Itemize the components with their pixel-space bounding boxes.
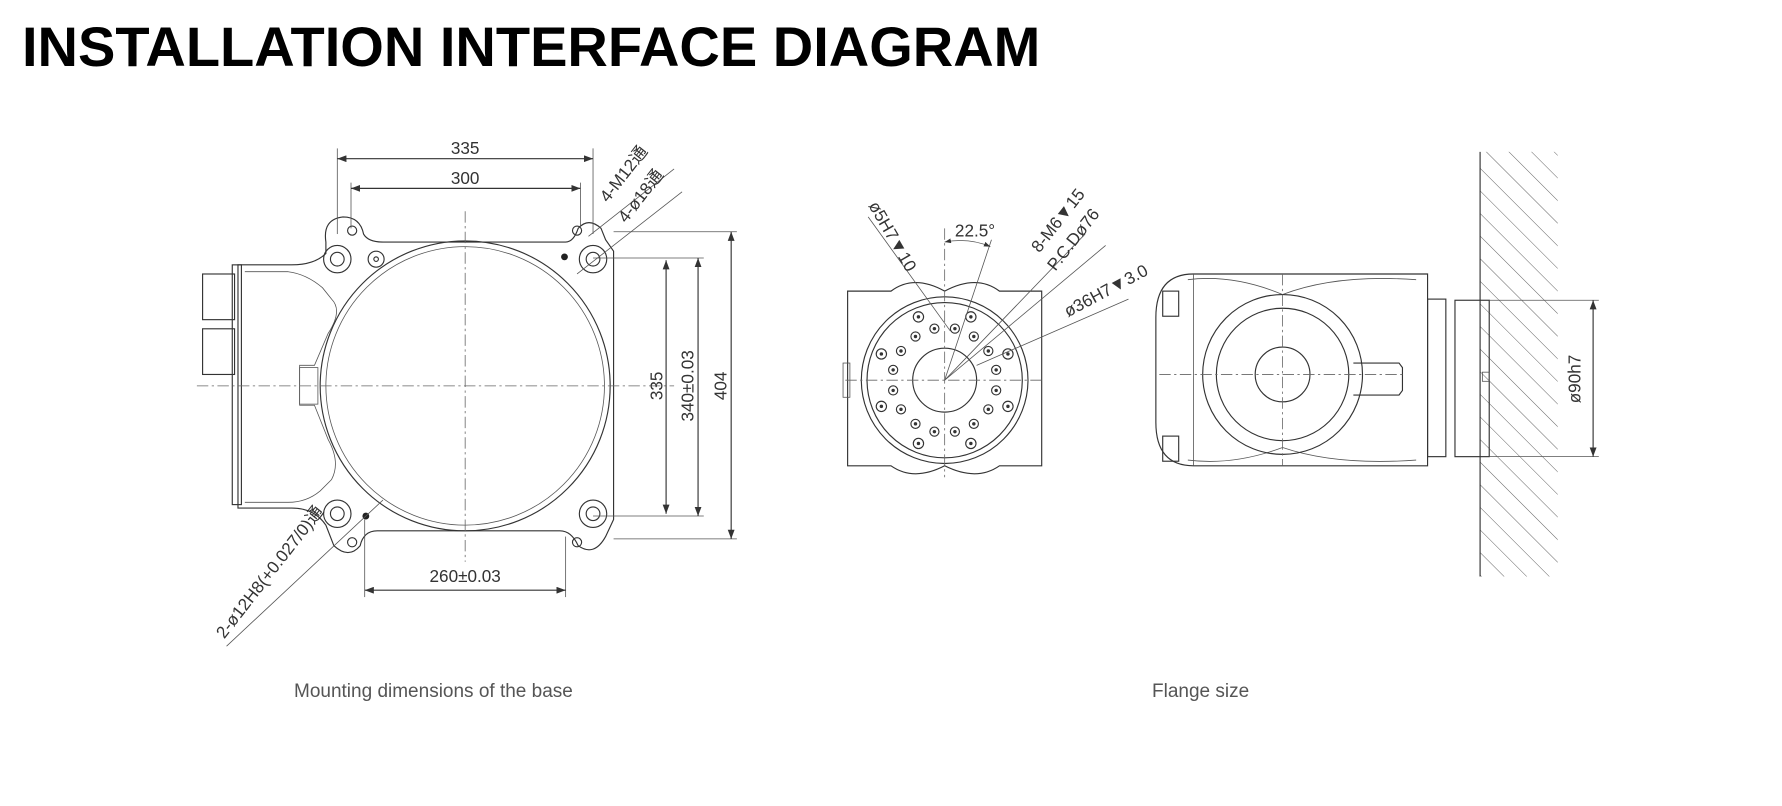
bolt-hole — [949, 426, 961, 437]
dim-height-inner: 335 — [648, 372, 667, 401]
callout-pin-holes: 2-ø12H8(+0.027/0)通 — [212, 502, 327, 641]
connector — [202, 328, 236, 376]
bolt-hole — [910, 418, 921, 429]
connector — [202, 273, 236, 321]
bolt-hole — [991, 364, 1002, 376]
flange-front-drawing: ø5H7▼10 22.5° 8-M6▼15 P.C.Dø76 ø36H7▼3.0 — [842, 185, 1151, 478]
page-title: INSTALLATION INTERFACE DIAGRAM — [22, 15, 1041, 78]
mounting-holes — [323, 225, 608, 548]
base-mounting-drawing: 335 300 335 340±0.03 404 260±0.03 4-M12通… — [196, 139, 737, 647]
dim-bottom-pitch: 260±0.03 — [430, 567, 501, 586]
bolt-hole — [968, 331, 979, 342]
bolt-hole — [965, 437, 977, 450]
bolt-hole — [875, 348, 888, 360]
bolt-hole — [983, 345, 994, 357]
bolt-hole — [968, 418, 979, 429]
dim-width-inner: 300 — [451, 169, 480, 188]
dim-width-outer: 335 — [451, 139, 480, 158]
base-caption: Mounting dimensions of the base — [294, 681, 573, 702]
base-plate-outline — [237, 216, 615, 554]
bolt-hole — [929, 426, 940, 437]
dim-height-outer: 404 — [712, 371, 731, 400]
flange-caption: Flange size — [1152, 681, 1250, 702]
bolt-hole — [895, 404, 907, 415]
flange-holes — [875, 311, 1014, 450]
bolt-hole — [912, 437, 925, 450]
bolt-hole — [949, 323, 961, 334]
bolt-hole — [929, 323, 940, 334]
bolt-hole — [888, 364, 899, 376]
bolt-hole — [912, 311, 925, 323]
mounting-wall-hatch — [1480, 151, 1558, 577]
bolt-hole — [888, 385, 899, 396]
dim-height-pitch: 340±0.03 — [678, 350, 697, 421]
flange-side-drawing: ø90h7 — [1155, 151, 1599, 577]
bolt-hole — [910, 331, 921, 342]
bolt-hole — [895, 345, 907, 357]
callout-bore: ø36H7▼3.0 — [1061, 261, 1151, 321]
bolt-hole — [983, 404, 994, 415]
callout-spigot: ø90h7 — [1566, 355, 1585, 404]
callout-angle: 22.5° — [955, 221, 995, 240]
bolt-hole — [991, 385, 1002, 396]
callout-pin-hole: ø5H7▼10 — [865, 198, 920, 275]
bolt-hole — [875, 400, 888, 413]
bolt-hole — [1002, 400, 1014, 413]
